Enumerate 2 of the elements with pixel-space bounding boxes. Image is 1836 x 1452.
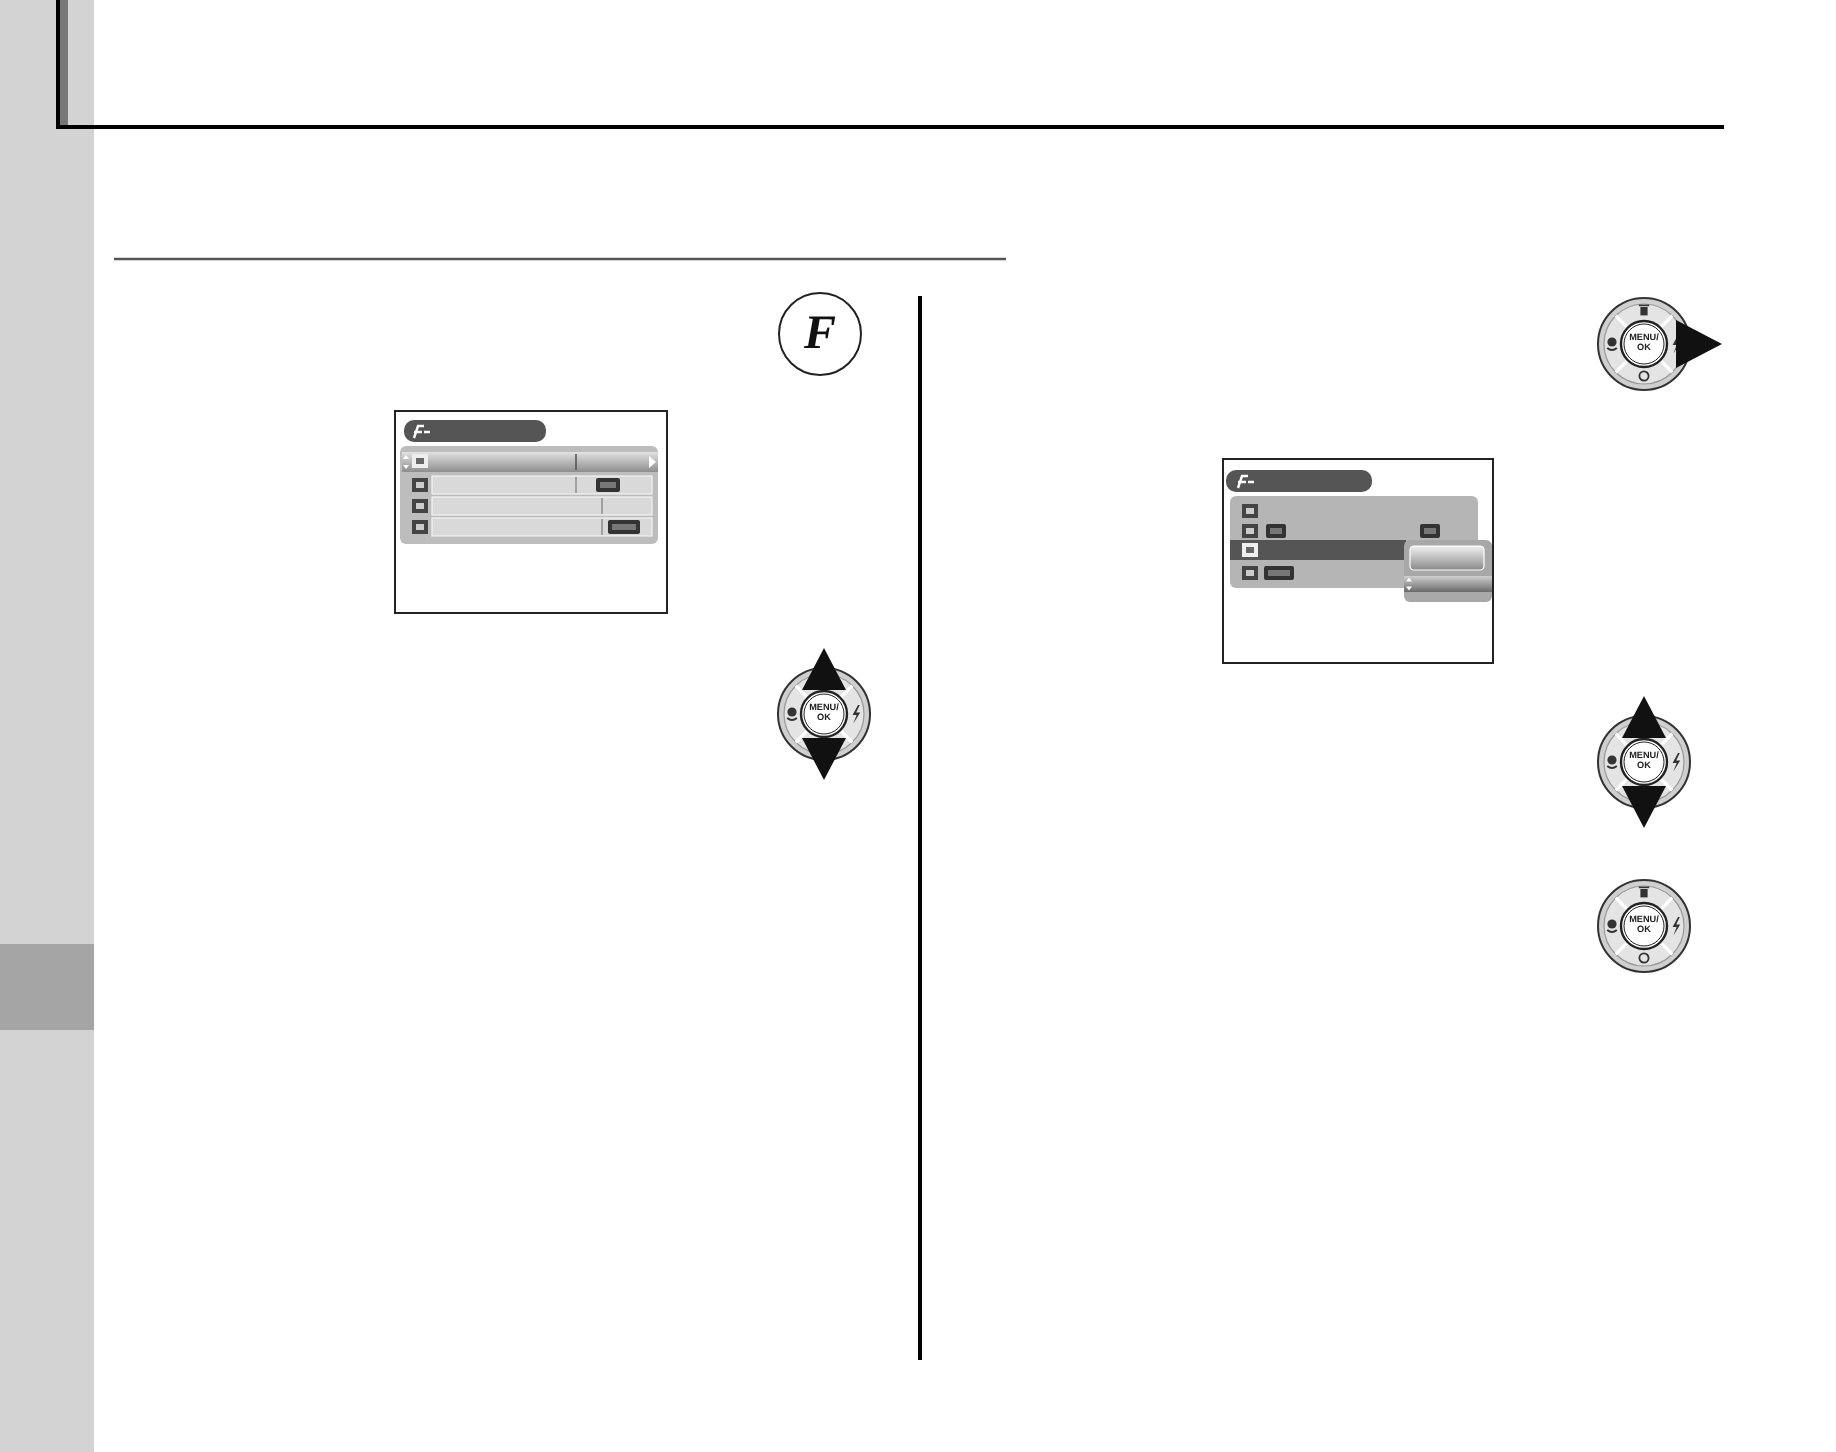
- button-letter: F: [803, 310, 836, 358]
- round-button: [778, 292, 862, 376]
